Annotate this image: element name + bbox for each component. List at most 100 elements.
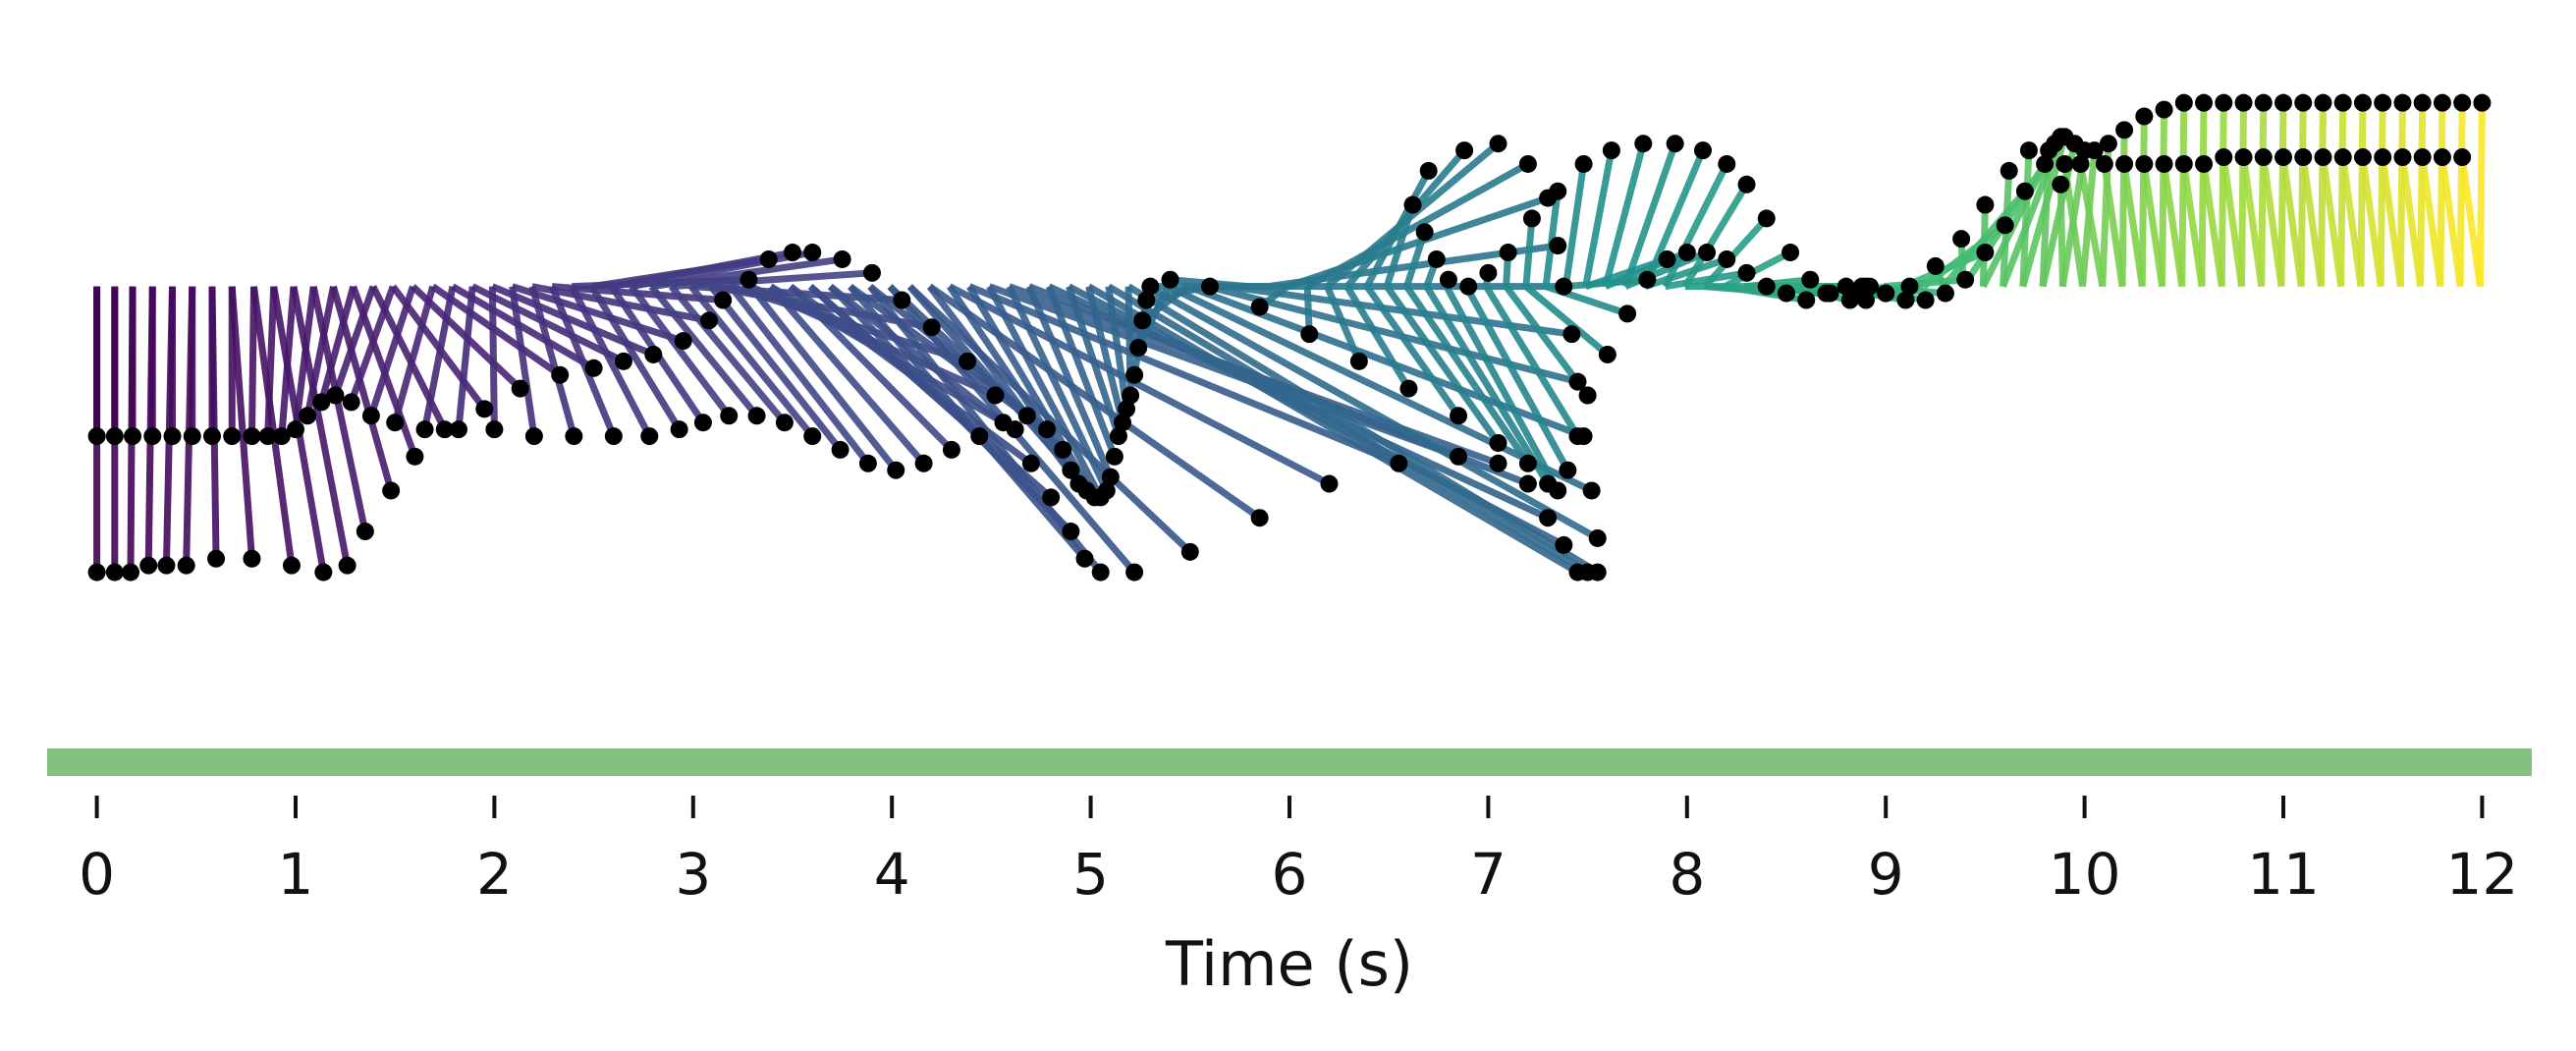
- pendulum-bob: [1976, 195, 1995, 214]
- pendulum-bob: [833, 249, 851, 268]
- pendulum-bob: [1499, 244, 1517, 262]
- pendulum-rod: [470, 283, 626, 365]
- pendulum-rod: [1423, 284, 1552, 486]
- pendulum-rod: [1105, 286, 1130, 410]
- pendulum-rod: [2417, 102, 2427, 287]
- pendulum-bob: [1399, 379, 1418, 398]
- pendulum-bob: [1125, 365, 1144, 384]
- pendulum-rod: [1403, 231, 1428, 288]
- pendulum-rod: [391, 285, 437, 424]
- pendulum-bob: [243, 549, 261, 568]
- pendulum-bob: [2453, 148, 2472, 167]
- pendulum-bob: [183, 427, 201, 446]
- pendulum-bob: [157, 556, 176, 575]
- pendulum-bob: [1459, 277, 1478, 296]
- pendulum-bob: [1129, 339, 1148, 358]
- x-tick-label: 2: [476, 841, 513, 908]
- pendulum-bob: [1549, 481, 1567, 500]
- pendulum-rod: [2159, 109, 2168, 287]
- pendulum-bob: [1658, 249, 1676, 268]
- pendulum-bob: [1896, 291, 1915, 309]
- pendulum-bob: [1698, 244, 1717, 262]
- pendulum-bob: [1693, 141, 1712, 160]
- pendulum-bob: [2135, 107, 2154, 126]
- pendulum-rod: [2297, 102, 2307, 287]
- pendulum-bob: [1489, 135, 1507, 153]
- pendulum-bob: [1877, 284, 1895, 303]
- pendulum-bob: [714, 291, 733, 309]
- pendulum-bob: [2473, 93, 2492, 112]
- pendulum-bob: [1518, 474, 1537, 493]
- pendulum-bob: [803, 244, 822, 262]
- pendulum-rod: [630, 249, 813, 291]
- pendulum-bob: [2275, 93, 2292, 112]
- pendulum-rod: [2077, 163, 2107, 288]
- pendulum-bob: [1956, 270, 1975, 289]
- pendulum-bob: [356, 523, 374, 541]
- pendulum-bob: [1105, 447, 1124, 466]
- pendulum-rod: [1305, 160, 1530, 290]
- x-axis-label: Time (s): [1165, 928, 1413, 1000]
- pendulum-rod: [548, 285, 618, 438]
- pendulum-bob: [1091, 563, 1110, 581]
- pendulum-bob: [87, 427, 106, 446]
- pendulum-rod: [264, 286, 278, 437]
- x-tick-label: 7: [1470, 841, 1507, 908]
- pendulum-bob: [1021, 454, 1040, 472]
- pendulum-bob: [2095, 154, 2113, 173]
- pendulum-bob: [858, 454, 877, 472]
- pendulum-bob: [2155, 100, 2173, 119]
- pendulum-bob: [2099, 135, 2117, 153]
- pendulum-bob: [1856, 277, 1875, 296]
- pendulum-bob: [342, 393, 360, 412]
- pendulum-rod: [1066, 285, 1123, 438]
- pendulum-bob: [994, 414, 1013, 432]
- pendulum-bob: [2393, 148, 2412, 167]
- x-tick-label: 11: [2247, 841, 2320, 908]
- pendulum-bob: [272, 427, 291, 446]
- pendulum-bob: [1926, 256, 1945, 275]
- pendulum-bob: [1555, 535, 1573, 554]
- pendulum-bob: [1618, 304, 1637, 323]
- pendulum-bob: [2215, 93, 2233, 112]
- pendulum-bob: [2353, 148, 2372, 167]
- pendulum-bob: [1450, 407, 1468, 425]
- pendulum-rod: [1523, 283, 1611, 358]
- pendulum-bob: [2294, 148, 2313, 167]
- x-tick-label: 3: [675, 841, 711, 908]
- pendulum-rod: [1941, 189, 2028, 289]
- pendulum-rod: [332, 285, 377, 397]
- pendulum-bob: [1250, 509, 1269, 527]
- pendulum-rod: [511, 283, 685, 345]
- pendulum-rod: [2317, 102, 2327, 287]
- pendulum-bob: [1201, 277, 1220, 296]
- pendulum-bob: [670, 420, 688, 439]
- pendulum-rod: [2237, 102, 2248, 287]
- pendulum-bob: [893, 291, 911, 309]
- pendulum-bob: [2254, 93, 2273, 112]
- pendulum-bob: [1133, 311, 1152, 330]
- pendulum-rod: [421, 285, 457, 430]
- pendulum-bob: [2195, 154, 2214, 173]
- pendulum-rod: [668, 284, 788, 425]
- x-tick-label: 1: [278, 841, 314, 908]
- pendulum-bob: [584, 359, 603, 377]
- pendulum-rod: [2437, 102, 2446, 287]
- pendulum-rod: [528, 285, 577, 438]
- pendulum-rod: [1522, 218, 1536, 287]
- pendulum-bob: [1300, 325, 1319, 344]
- pendulum-rod: [1644, 255, 1728, 290]
- pendulum-bob: [2453, 93, 2472, 112]
- pendulum-bob: [2413, 93, 2432, 112]
- x-tick-label: 6: [1272, 841, 1308, 908]
- pendulum-rod: [292, 286, 317, 430]
- pendulum-rod: [948, 283, 1332, 487]
- pendulum-rod: [1025, 285, 1115, 479]
- pendulum-bob: [1856, 291, 1875, 309]
- pendulum-bob: [1568, 372, 1587, 391]
- pendulum-bob: [287, 420, 304, 439]
- pendulum-rod: [708, 284, 844, 453]
- pendulum-bob: [386, 414, 405, 432]
- pendulum-bob: [2333, 148, 2352, 167]
- pendulum-bob: [485, 420, 504, 439]
